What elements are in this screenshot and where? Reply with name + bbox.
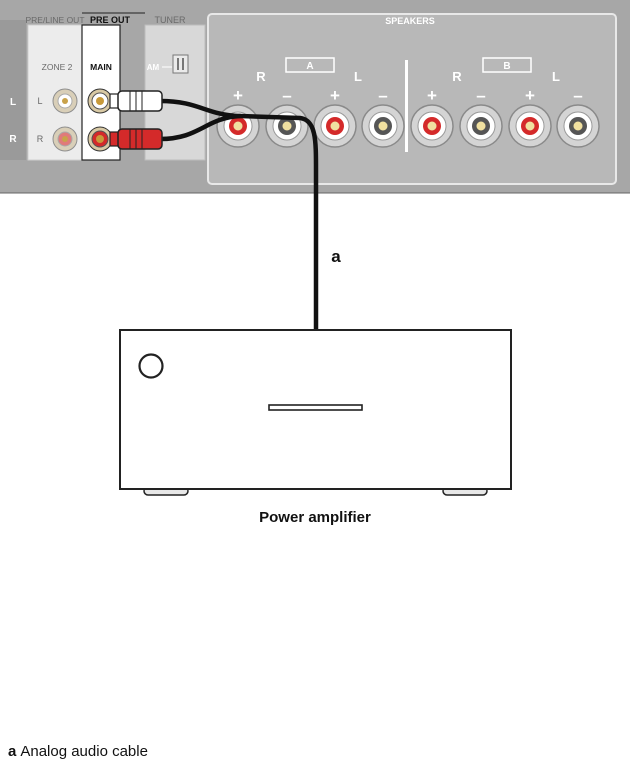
main-left-jack (87, 88, 113, 114)
speaker-group-b-box (482, 57, 532, 73)
speaker-terminal-a-l-minus (361, 104, 405, 148)
power-amplifier-label: Power amplifier (259, 509, 371, 526)
am-terminal-slot-2 (182, 58, 184, 70)
polarity-b-l-minus: – (573, 86, 582, 105)
polarity-b-r-plus: + (427, 86, 437, 105)
speaker-terminal-b-r-plus (410, 104, 454, 148)
speaker-terminal-b-r-minus (459, 104, 503, 148)
speaker-a-left-label: L (354, 69, 362, 84)
am-terminal-slot-1 (177, 58, 179, 70)
power-amplifier (119, 329, 512, 496)
zone2-left-label: L (37, 96, 42, 106)
am-label: AM (147, 63, 160, 72)
left-channel-strip (0, 20, 26, 160)
polarity-a-l-minus: – (378, 86, 387, 105)
zone2-right-label: R (37, 134, 44, 144)
speaker-group-a-box (285, 57, 335, 73)
pre-out-header: PRE OUT (90, 15, 131, 25)
strip-right-channel-label: R (9, 134, 17, 145)
cable-label: a (331, 247, 341, 266)
zone2-right-jack (52, 126, 78, 152)
main-label: MAIN (90, 62, 112, 72)
speaker-b-left-label: L (552, 69, 560, 84)
polarity-a-r-minus: – (282, 86, 291, 105)
tuner-header: TUNER (155, 15, 186, 25)
strip-left-channel-label: L (10, 97, 16, 108)
polarity-b-r-minus: – (476, 86, 485, 105)
speaker-terminal-b-l-minus (556, 104, 600, 148)
speaker-terminal-b-l-plus (508, 104, 552, 148)
amplifier-display-slot (268, 404, 363, 411)
am-antenna-terminal (172, 54, 189, 74)
speaker-terminal-a-r-minus (265, 104, 309, 148)
speakers-section (207, 13, 617, 185)
red-rca-plug (109, 128, 163, 150)
speaker-b-right-label: R (452, 69, 462, 84)
speaker-group-b-label: B (503, 61, 510, 72)
speakers-header: SPEAKERS (385, 16, 435, 26)
polarity-a-r-plus: + (233, 86, 243, 105)
polarity-a-l-plus: + (330, 86, 340, 105)
speakers-divider (405, 60, 408, 152)
speaker-a-right-label: R (256, 69, 266, 84)
white-rca-plug (109, 90, 163, 112)
main-right-jack (87, 126, 113, 152)
analog-audio-cable (109, 90, 319, 333)
legend-key: a (8, 743, 17, 760)
speaker-terminal-a-r-plus (216, 104, 260, 148)
legend-text: Analog audio cable (20, 743, 148, 760)
zone2-label: ZONE 2 (42, 62, 73, 72)
polarity-b-l-plus: + (525, 86, 535, 105)
zone2-left-jack (52, 88, 78, 114)
amplifier-power-knob (138, 353, 164, 379)
speaker-group-a-label: A (306, 61, 313, 72)
pre-line-out-header: PRE/LINE OUT (25, 15, 84, 25)
speaker-terminal-a-l-plus (313, 104, 357, 148)
